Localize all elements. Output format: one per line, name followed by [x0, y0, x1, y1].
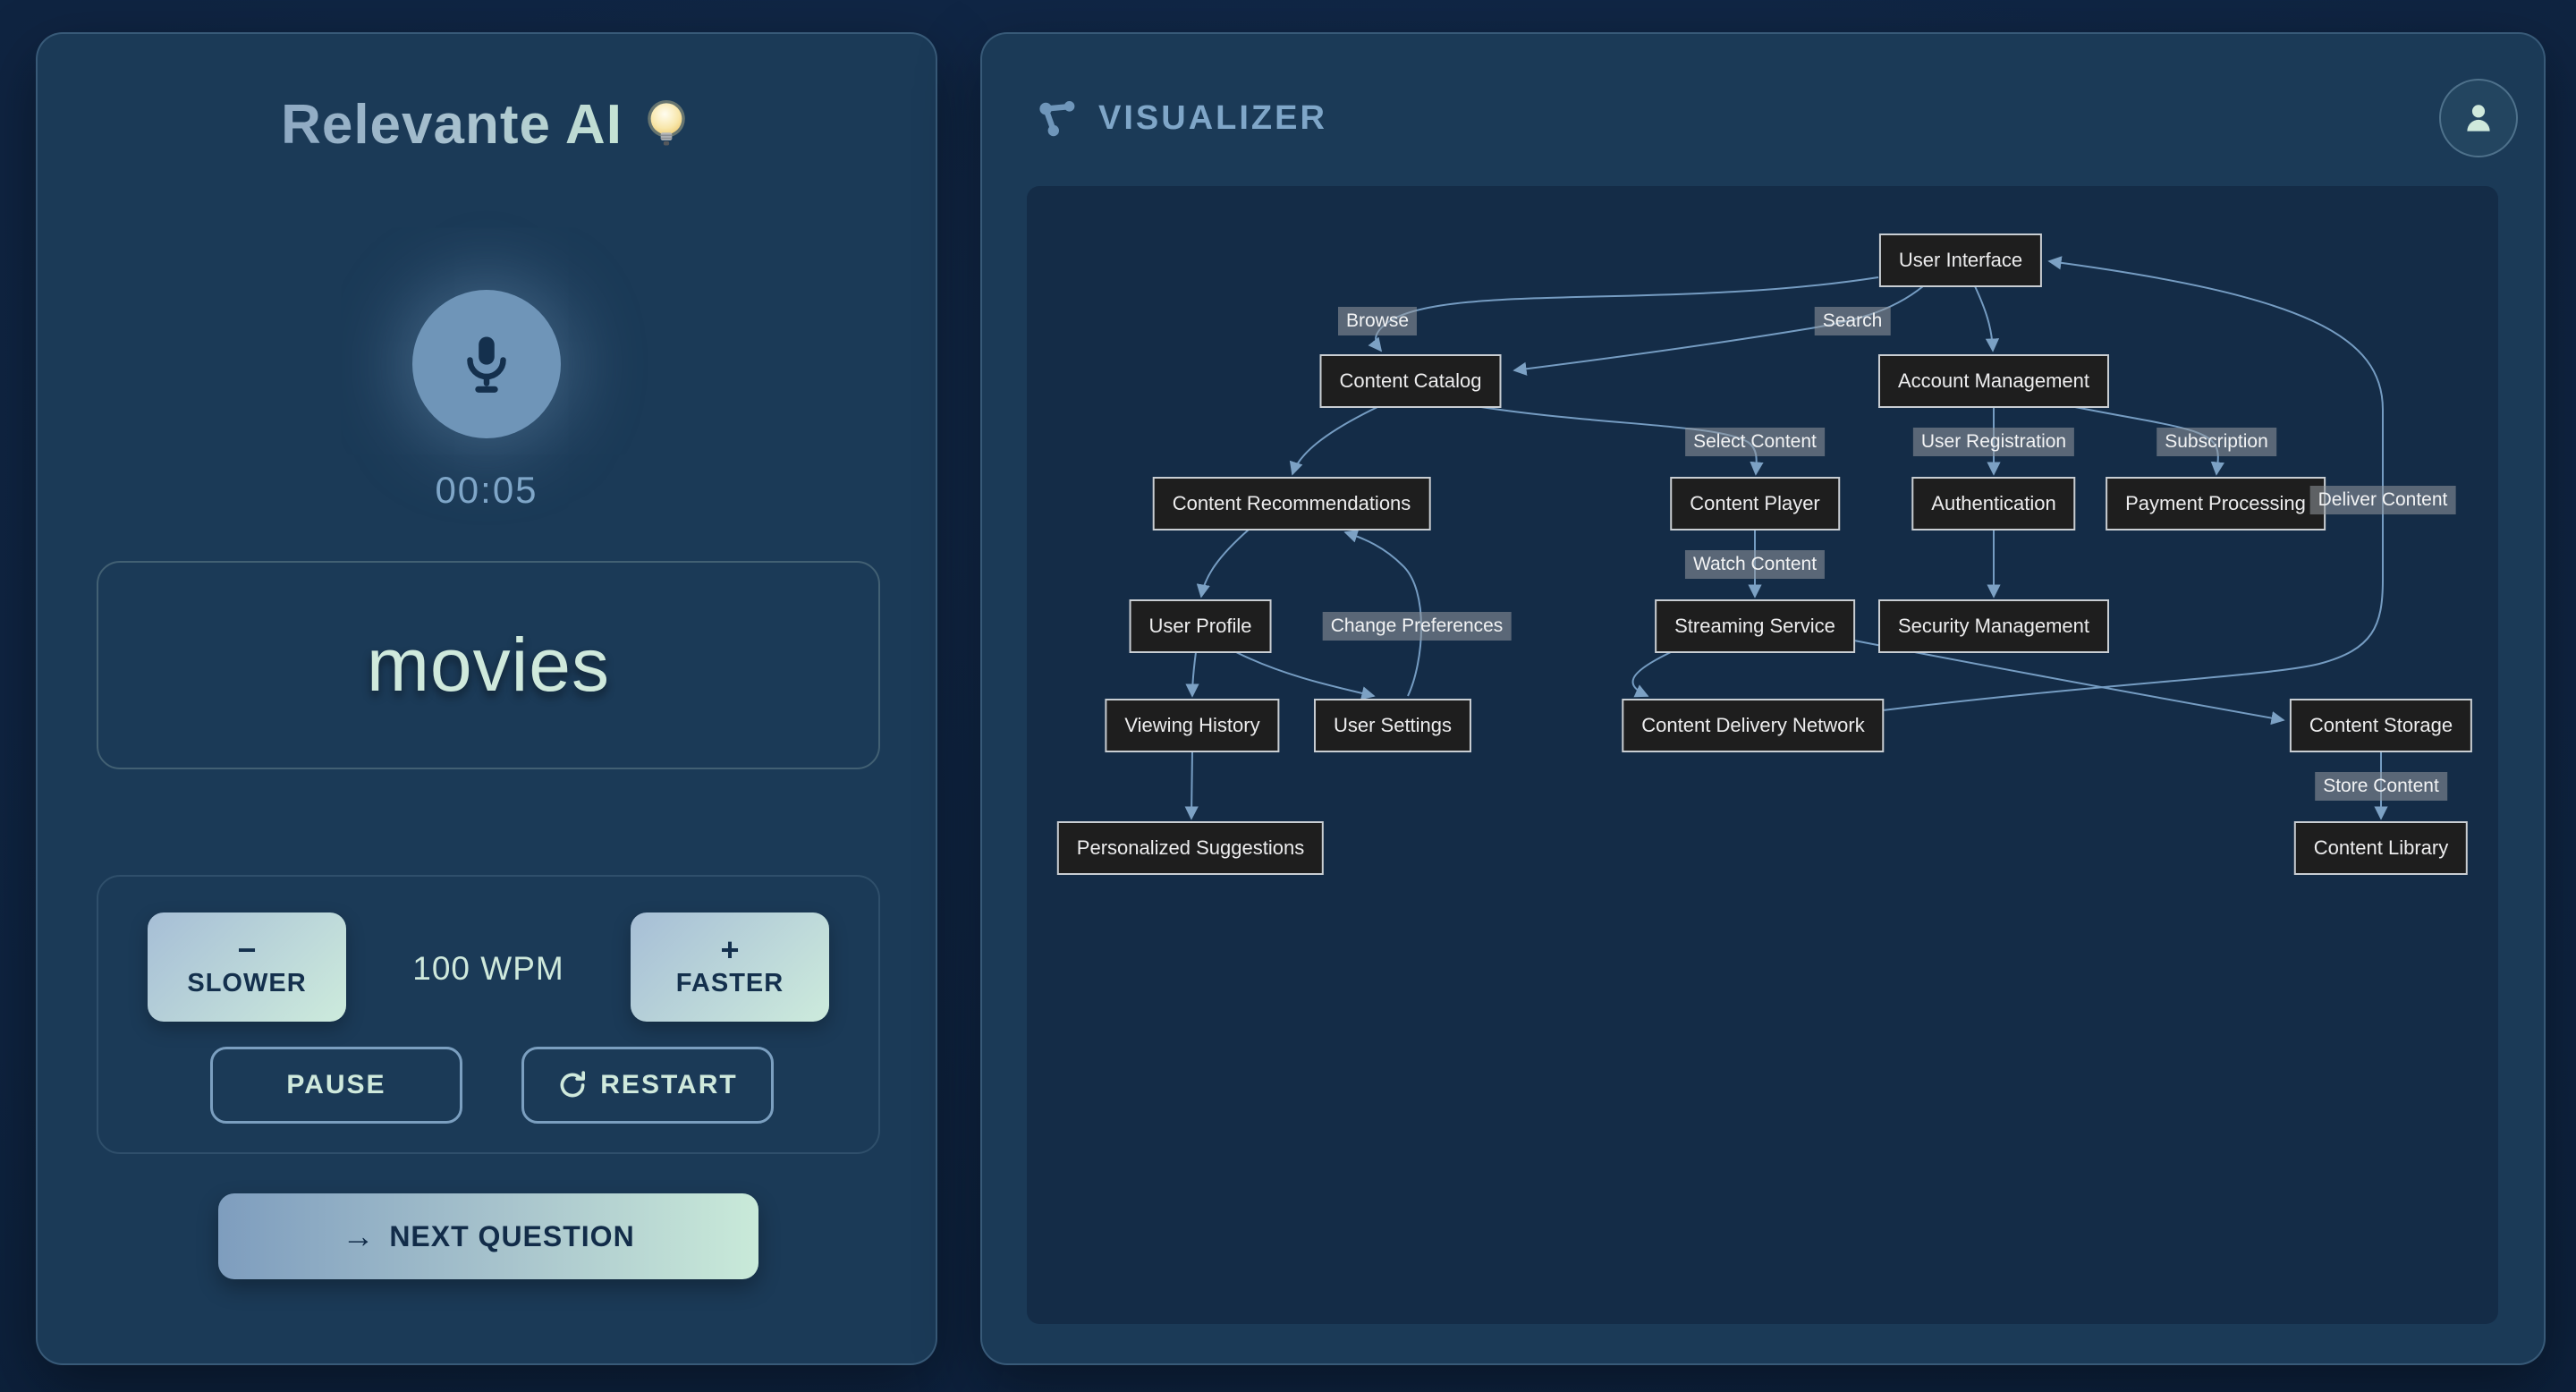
timer: 00:05 — [435, 469, 538, 511]
diagram-node-viewing-history: Viewing History — [1105, 699, 1280, 752]
minus-icon: − — [237, 930, 257, 968]
speech-control-panel: Relevante AI 00:05 movie — [36, 32, 937, 1365]
visualizer-header: VISUALIZER — [1036, 97, 1327, 140]
restart-label: RESTART — [600, 1070, 738, 1099]
edge-label-deliver-content: Deliver Content — [2309, 486, 2456, 514]
diagram-node-security-management: Security Management — [1878, 599, 2109, 653]
edge-streaming-cdn — [1631, 651, 1672, 698]
edge-label-change-preferences: Change Preferences — [1322, 612, 1512, 641]
app-title-row: Relevante AI — [38, 93, 936, 157]
next-question-button[interactable]: → NEXT QUESTION — [218, 1193, 758, 1279]
wpm-value: 100 WPM — [412, 950, 564, 987]
speed-controls-card: − SLOWER 100 WPM + FASTER PAUSE RESTART — [97, 875, 880, 1154]
edge-label-search: Search — [1814, 307, 1891, 335]
user-icon — [2467, 105, 2490, 132]
edge-label-store-content: Store Content — [2315, 772, 2447, 801]
edge-profile-settings — [1235, 651, 1376, 700]
restart-button[interactable]: RESTART — [521, 1047, 774, 1124]
visualizer-title: VISUALIZER — [1098, 98, 1327, 137]
edge-history-suggestions — [1184, 751, 1199, 820]
microphone-icon — [467, 336, 506, 393]
diagram-node-authentication: Authentication — [1911, 477, 2076, 530]
diagram-node-content-player: Content Player — [1670, 477, 1840, 530]
diagram-node-content-recommendations: Content Recommendations — [1152, 477, 1431, 530]
diagram-node-user-settings: User Settings — [1313, 699, 1472, 752]
edge-label-browse: Browse — [1337, 307, 1418, 335]
avatar-button[interactable] — [2439, 79, 2518, 157]
word-card: movies — [97, 561, 880, 769]
plus-icon: + — [720, 930, 740, 968]
edge-recommendations-profile — [1196, 529, 1250, 598]
arrow-right-icon: → — [342, 1218, 376, 1254]
edge-label-select-content: Select Content — [1685, 428, 1825, 456]
diagram-node-personalized-suggestions: Personalized Suggestions — [1056, 821, 1325, 875]
rotate-cw-icon — [560, 1071, 586, 1098]
faster-button[interactable]: + FASTER — [631, 912, 829, 1022]
diagram-node-content-delivery-network: Content Delivery Network — [1622, 699, 1885, 752]
app-title: Relevante AI — [281, 94, 623, 156]
visualizer-panel: VISUALIZER — [980, 32, 2546, 1365]
diagram-node-content-library: Content Library — [2293, 821, 2469, 875]
edge-catalog-recommendations — [1289, 406, 1378, 476]
diagram-node-account-management: Account Management — [1877, 354, 2110, 408]
pause-button[interactable]: PAUSE — [210, 1047, 462, 1124]
diagram-node-content-storage: Content Storage — [2289, 699, 2473, 752]
lightbulb-icon — [648, 99, 685, 145]
slower-button[interactable]: − SLOWER — [148, 912, 346, 1022]
edge-ui-account — [1974, 285, 2000, 352]
edge-ui-catalog-browse — [1368, 276, 1879, 352]
flowchart-edges — [1184, 256, 2388, 820]
diagram-node-user-interface: User Interface — [1878, 233, 2043, 287]
network-graph-icon — [1039, 101, 1075, 137]
diagram-node-streaming-service: Streaming Service — [1655, 599, 1855, 653]
edge-label-watch-content: Watch Content — [1684, 550, 1826, 579]
edge-cdn-ui-deliver — [1882, 256, 2384, 711]
edge-settings-recommendations — [1343, 529, 1422, 697]
diagram-node-user-profile: User Profile — [1129, 599, 1272, 653]
slower-label: SLOWER — [187, 968, 307, 997]
current-word: movies — [366, 623, 611, 707]
edge-profile-history — [1185, 651, 1199, 698]
next-question-label: NEXT QUESTION — [389, 1219, 635, 1252]
edge-label-user-registration: User Registration — [1912, 428, 2075, 456]
faster-label: FASTER — [675, 968, 784, 997]
edge-label-subscription: Subscription — [2157, 428, 2276, 456]
pause-label: PAUSE — [286, 1070, 386, 1099]
diagram-node-content-catalog: Content Catalog — [1319, 354, 1502, 408]
mic-button[interactable] — [412, 290, 561, 438]
diagram-node-payment-processing: Payment Processing — [2106, 477, 2326, 530]
